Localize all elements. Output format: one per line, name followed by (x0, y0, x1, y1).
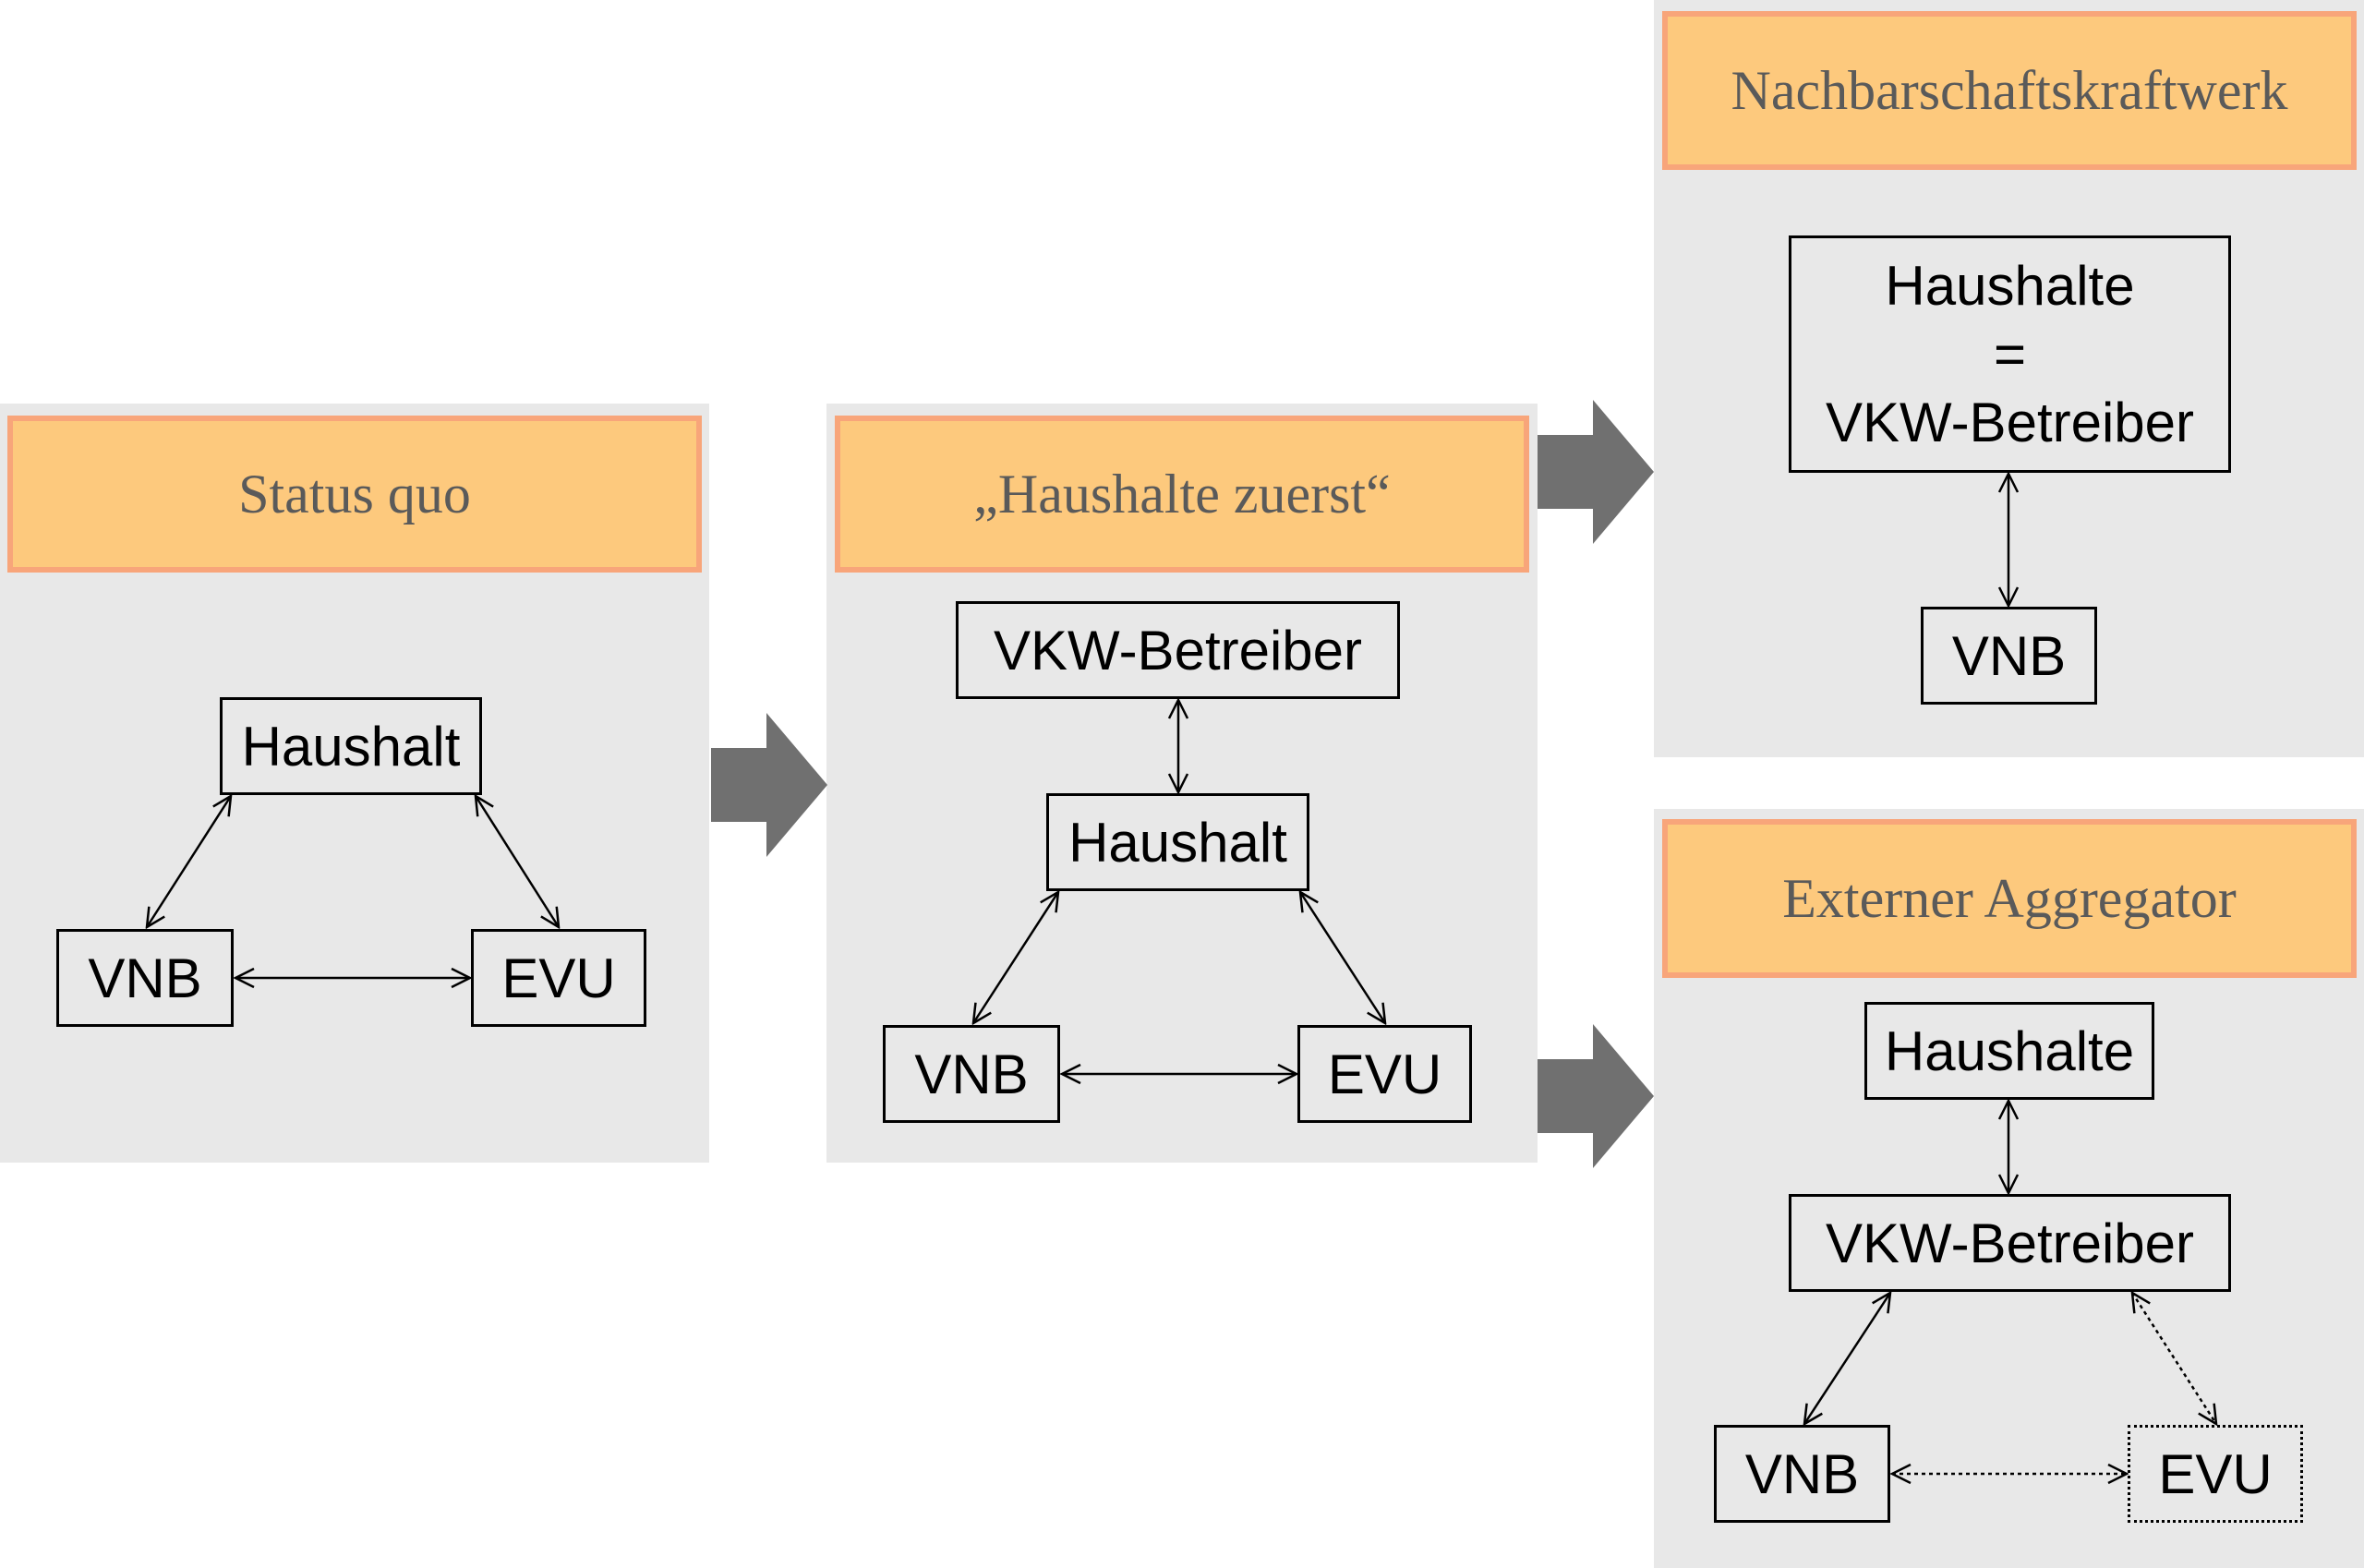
connector-vkw-evu-dotted (2132, 1293, 2216, 1424)
connector-vkw-vnb (1804, 1293, 1890, 1424)
node-vkw-betreiber: VKW-Betreiber (1789, 1194, 2231, 1292)
panel-title-nachbarschaftskraftwerk: Nachbarschaftskraftwerk (1662, 11, 2357, 170)
node-vkw-betreiber: VKW-Betreiber (956, 601, 1400, 699)
panel-title-externer-aggregator: Externer Aggregator (1662, 819, 2357, 978)
connector-haushalt-evu (476, 796, 559, 927)
node-vnb: VNB (883, 1025, 1060, 1123)
node-haushalt: Haushalt (1046, 793, 1309, 891)
panel-title-haushalte-zuerst: „Haushalte zuerst“ (835, 416, 1529, 573)
node-haushalt: Haushalt (220, 697, 482, 795)
flow-arrow-right-icon (1538, 1024, 1654, 1168)
node-vnb: VNB (1714, 1425, 1890, 1523)
equals-label: = (1993, 322, 2027, 385)
node-haushalte-vkw-betreiber: Haushalte = VKW-Betreiber (1789, 235, 2231, 473)
node-haushalte-label: Haushalte (1885, 254, 2135, 317)
node-vnb: VNB (56, 929, 234, 1027)
flow-arrow-right-icon (711, 713, 827, 857)
connector-haushalt-vnb (973, 892, 1058, 1023)
node-evu: EVU (471, 929, 646, 1027)
node-haushalte: Haushalte (1864, 1002, 2154, 1100)
node-evu: EVU (2128, 1425, 2303, 1523)
node-evu: EVU (1297, 1025, 1472, 1123)
connector-haushalt-vnb (147, 796, 231, 927)
node-vnb: VNB (1921, 607, 2097, 705)
flow-arrow-right-icon (1538, 400, 1654, 544)
panel-title-status-quo: Status quo (7, 416, 702, 573)
connector-haushalt-evu (1300, 892, 1385, 1023)
node-vkw-betreiber-label: VKW-Betreiber (1825, 391, 2195, 453)
